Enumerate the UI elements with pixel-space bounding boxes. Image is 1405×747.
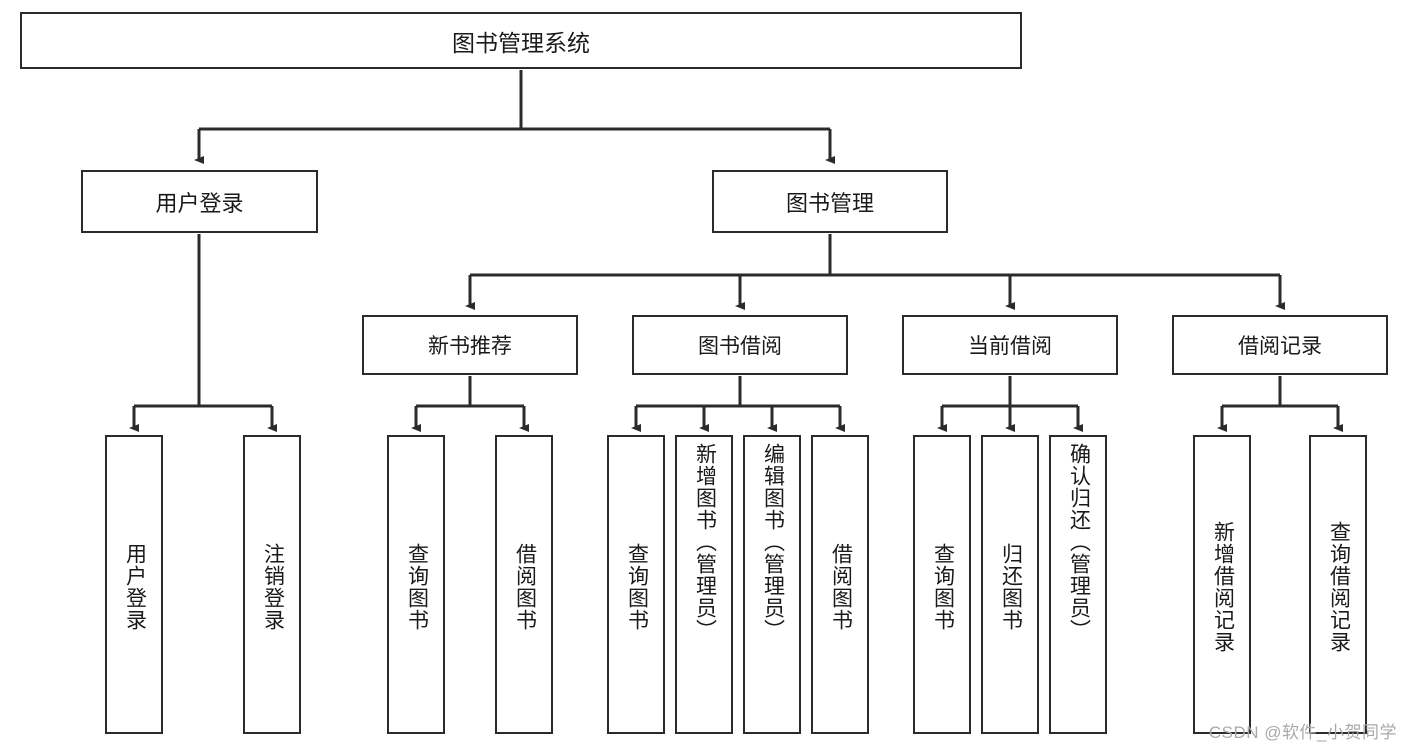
leaf-text-wrap: 归还图书	[983, 441, 1037, 732]
leaf-user-login-logout[interactable]: 注销登录	[243, 435, 301, 734]
leaf-text-wrap: 用户登录	[107, 441, 161, 732]
leaf-text-wrap: 新增借阅记录	[1195, 441, 1249, 732]
node-label: 用户登录	[155, 190, 244, 216]
leaf-text-wrap: 借阅图书	[813, 441, 867, 732]
leaf-current-query-book[interactable]: 查询图书	[913, 435, 971, 734]
leaf-text-wrap: 确认归还（管理员）	[1051, 441, 1105, 734]
node-book-management[interactable]: 图书管理	[712, 170, 948, 233]
node-label: 借阅图书	[829, 542, 853, 631]
leaf-text-wrap: 注销登录	[245, 441, 299, 732]
leaf-current-return-book[interactable]: 归还图书	[981, 435, 1039, 734]
node-label: 查询图书	[625, 542, 649, 631]
node-label: 用户登录	[123, 542, 147, 631]
node-label: 新增借阅记录	[1211, 520, 1235, 653]
watermark-text: CSDN @软件_小贺同学	[1208, 723, 1397, 742]
leaf-text-wrap: 查询借阅记录	[1311, 441, 1365, 732]
node-label: 图书管理	[785, 190, 874, 216]
leaf-current-confirm-return-admin[interactable]: 确认归还（管理员）	[1049, 435, 1107, 734]
leaf-text-wrap: 编辑图书（管理员）	[745, 441, 799, 734]
leaf-borrow-borrow-book[interactable]: 借阅图书	[811, 435, 869, 734]
node-borrow-record[interactable]: 借阅记录	[1172, 315, 1388, 375]
node-label: 图书管理系统	[452, 29, 590, 56]
node-label: 查询借阅记录	[1327, 520, 1351, 653]
leaf-borrow-query-book[interactable]: 查询图书	[607, 435, 665, 734]
node-new-book-recommend[interactable]: 新书推荐	[362, 315, 578, 375]
leaf-text-wrap: 借阅图书	[497, 441, 551, 732]
leaf-borrow-edit-book-admin[interactable]: 编辑图书（管理员）	[743, 435, 801, 734]
leaf-text-wrap: 查询图书	[915, 441, 969, 732]
node-user-login[interactable]: 用户登录	[81, 170, 318, 233]
node-label: 归还图书	[999, 542, 1023, 631]
node-root-system[interactable]: 图书管理系统	[20, 12, 1022, 69]
node-label: 借阅记录	[1238, 335, 1322, 358]
leaf-recommend-borrow-book[interactable]: 借阅图书	[495, 435, 553, 734]
leaf-text-wrap: 查询图书	[609, 441, 663, 732]
leaf-text-wrap: 查询图书	[389, 441, 443, 732]
node-label: 确认归还（管理员）	[1067, 443, 1091, 641]
leaf-recommend-query-book[interactable]: 查询图书	[387, 435, 445, 734]
node-label: 借阅图书	[513, 542, 537, 631]
node-label: 图书借阅	[698, 335, 782, 358]
node-label: 新书推荐	[428, 335, 512, 358]
node-book-borrow[interactable]: 图书借阅	[632, 315, 848, 375]
node-label: 当前借阅	[968, 335, 1052, 358]
node-current-borrow[interactable]: 当前借阅	[902, 315, 1118, 375]
leaf-user-login-login[interactable]: 用户登录	[105, 435, 163, 734]
node-label: 编辑图书（管理员）	[761, 443, 785, 641]
node-label: 查询图书	[405, 542, 429, 631]
node-label: 新增图书（管理员）	[693, 443, 717, 641]
node-label: 查询图书	[931, 542, 955, 631]
leaf-borrow-add-book-admin[interactable]: 新增图书（管理员）	[675, 435, 733, 734]
leaf-text-wrap: 新增图书（管理员）	[677, 441, 731, 734]
leaf-record-query-record[interactable]: 查询借阅记录	[1309, 435, 1367, 734]
leaf-record-add-record[interactable]: 新增借阅记录	[1193, 435, 1251, 734]
node-label: 注销登录	[261, 542, 285, 631]
